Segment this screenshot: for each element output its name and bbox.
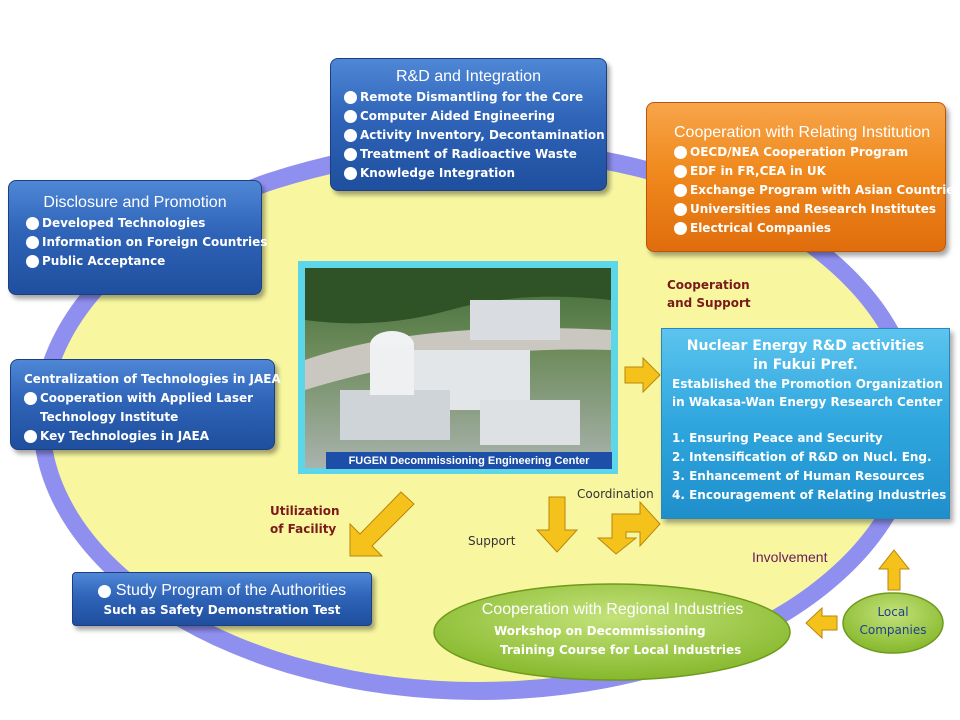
caption-bar <box>326 452 612 469</box>
bullet-icon <box>26 217 39 230</box>
local-line1: Local <box>877 605 909 619</box>
nuclear-title-line2: in Fukui Pref. <box>753 357 858 373</box>
list-item: Remote Dismantling for the Core <box>344 88 606 107</box>
bullet-icon <box>344 167 357 180</box>
list-item: Cooperation with Applied Laser <box>24 389 274 408</box>
bullet-icon <box>344 91 357 104</box>
nuclear-established-line2: in Wakasa-Wan Energy Research Center <box>672 395 943 409</box>
involvement-arrow <box>877 549 911 591</box>
hill-shape <box>305 268 611 324</box>
nuclear-item: 1. Ensuring Peace and Security <box>672 431 883 445</box>
support-label: Support <box>468 534 516 548</box>
nuclear-box: Nuclear Energy R&D activities in Fukui P… <box>661 328 950 519</box>
bullet-icon <box>97 584 111 598</box>
study-program-title-row: Study Program of the Authorities <box>73 581 371 601</box>
nuclear-established-line1: Established the Promotion Organization <box>672 377 943 391</box>
disclosure-title: Disclosure and Promotion <box>43 194 227 211</box>
bullet-icon <box>344 148 357 161</box>
study-program-title: Study Program of the Authorities <box>115 582 347 599</box>
rd-integration-box: R&D and Integration Remote Dismantling f… <box>330 58 607 191</box>
list-item: Universities and Research Institutes <box>674 200 945 219</box>
local-ellipse <box>842 592 944 654</box>
list-item: Electrical Companies <box>674 219 945 238</box>
bullet-icon <box>674 203 687 216</box>
utilization-label: Utilization of Facility <box>270 502 340 538</box>
regional-ellipse <box>433 583 791 681</box>
study-program-subtitle: Such as Safety Demonstration Test <box>103 603 341 617</box>
list-item: Information on Foreign Countries <box>26 233 267 252</box>
bullet-icon <box>674 184 687 197</box>
bullet-icon <box>674 222 687 235</box>
building-shape <box>470 300 560 340</box>
cooperation-institution-title: Cooperation with Relating Institution <box>674 124 931 141</box>
local-companies-label: Local Companies <box>845 603 941 639</box>
list-item: Treatment of Radioactive Waste <box>344 145 606 164</box>
list-item: Public Acceptance <box>26 252 261 271</box>
bullet-icon <box>26 255 39 268</box>
coordination-label: Coordination <box>577 487 654 501</box>
list-item: EDF in FR,CEA in UK <box>674 162 945 181</box>
cooperation-support-line1: Cooperation <box>667 278 750 292</box>
utilization-line1: Utilization <box>270 504 340 518</box>
bullet-icon <box>344 129 357 142</box>
building-shape <box>340 390 450 440</box>
rd-integration-title: R&D and Integration <box>396 68 541 85</box>
list-item: Exchange Program with Asian Countries <box>674 181 960 200</box>
disclosure-box: Disclosure and Promotion Developed Techn… <box>8 180 267 295</box>
cooperation-institution-box: Cooperation with Relating Institution OE… <box>646 102 960 252</box>
utilization-line2: of Facility <box>270 522 337 536</box>
list-item: Key Technologies in JAEA <box>24 427 274 446</box>
centralization-box: Centralization of Technologies in JAEA C… <box>10 359 281 450</box>
utilization-arrow <box>349 491 415 557</box>
facility-caption: FUGEN Decommissioning Engineering Center <box>348 455 590 467</box>
bullet-icon <box>26 236 39 249</box>
involvement-label: Involvement <box>752 549 828 565</box>
regional-line1: Workshop on Decommissioning <box>494 624 706 638</box>
list-item: Computer Aided Engineering <box>344 107 606 126</box>
center-to-nuclear-arrow <box>624 356 661 394</box>
nuclear-item: 2. Intensification of R&D on Nucl. Eng. <box>672 450 932 464</box>
bullet-icon <box>24 392 37 405</box>
nuclear-title-line1: Nuclear Energy R&D activities <box>686 338 925 354</box>
list-item: Activity Inventory, Decontamination <box>344 126 606 145</box>
bullet-icon <box>24 430 37 443</box>
local-to-regional-arrow <box>805 606 838 640</box>
regional-title: Cooperation with Regional Industries <box>481 601 744 618</box>
nuclear-item: 3. Enhancement of Human Resources <box>672 469 925 483</box>
cooperation-support-line2: and Support <box>667 296 751 310</box>
bullet-icon <box>344 110 357 123</box>
nuclear-item: 4. Encouragement of Relating Industries <box>672 488 947 502</box>
list-item: Knowledge Integration <box>344 164 606 183</box>
list-item: OECD/NEA Cooperation Program <box>674 143 945 162</box>
centralization-title: Centralization of Technologies in JAEA <box>24 372 281 386</box>
bullet-icon <box>674 146 687 159</box>
regional-line2: Training Course for Local Industries <box>500 643 742 657</box>
list-item: Developed Technologies <box>26 214 261 233</box>
reactor-building <box>370 345 414 395</box>
coordination-arrow <box>596 500 661 555</box>
building-shape <box>480 400 580 445</box>
study-program-box: Study Program of the Authorities Such as… <box>72 572 372 626</box>
local-line2: Companies <box>859 623 927 637</box>
bullet-icon <box>674 165 687 178</box>
support-arrow <box>535 496 579 553</box>
cooperation-support-label: Cooperation and Support <box>667 276 751 312</box>
list-item-continuation: Technology Institute <box>40 410 179 424</box>
